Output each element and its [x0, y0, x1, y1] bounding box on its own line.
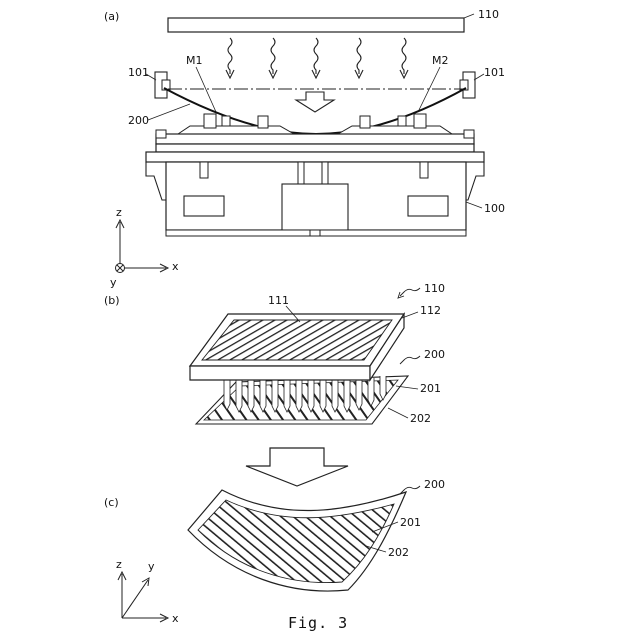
label-202-c: 202: [388, 546, 409, 559]
stage-top: [156, 134, 474, 144]
chamber-left-bracket: [146, 162, 166, 200]
pointer-200-b: [400, 356, 420, 364]
panel-c: (c) 200 201 202 z y x: [104, 478, 445, 625]
mold-pieces: [178, 114, 452, 134]
panel-b-tag: (b): [104, 294, 120, 307]
panel-c-tag: (c): [104, 496, 119, 509]
figure-caption: Fig. 3: [288, 614, 348, 632]
leader-200-a: [148, 104, 190, 120]
center-rod-left: [298, 162, 304, 184]
label-110-a: 110: [478, 8, 499, 21]
bottom-tab: [310, 230, 320, 236]
label-200-b: 200: [424, 348, 445, 361]
label-201-c: 201: [400, 516, 421, 529]
label-112: 112: [420, 304, 441, 317]
label-200-c: 200: [424, 478, 445, 491]
axis-a-x: x: [172, 260, 179, 273]
axis-c-y: y: [148, 560, 155, 573]
leader-202-b: [388, 408, 408, 418]
stage-right-knob: [464, 130, 474, 138]
label-m1: M1: [186, 54, 203, 67]
press-arrow: [296, 92, 334, 112]
heat-arrows: [226, 38, 408, 78]
mold-front-face: [190, 366, 370, 380]
pointer-110-b: [400, 288, 420, 296]
stage-left-knob: [156, 130, 166, 138]
panel-a-tag: (a): [104, 10, 119, 23]
left-window: [184, 196, 224, 216]
axes-c: [118, 572, 168, 622]
chamber-right-bracket: [466, 162, 484, 200]
left-pillar: [200, 162, 208, 178]
mold-patterned-area-111: [202, 320, 392, 360]
label-202-b: 202: [410, 412, 431, 425]
label-111: 111: [268, 294, 289, 307]
stage-plate: [156, 144, 474, 152]
axis-a-z: z: [116, 206, 122, 219]
panel-b: (b) 110 111: [104, 282, 445, 486]
axis-a-y: y: [110, 276, 117, 289]
label-m2: M2: [432, 54, 449, 67]
leader-110: [464, 14, 474, 18]
axis-c-z: z: [116, 558, 122, 571]
label-110-b: 110: [424, 282, 445, 295]
right-window: [408, 196, 448, 216]
leader-100: [466, 202, 482, 208]
label-101-right: 101: [484, 66, 505, 79]
transition-arrow: [246, 448, 348, 486]
center-rod-right: [322, 162, 328, 184]
label-101-left: 101: [128, 66, 149, 79]
chamber-frame: [146, 152, 484, 162]
label-200-a: 200: [128, 114, 149, 127]
right-pillar: [420, 162, 428, 178]
axes-a: [116, 220, 169, 273]
label-201-b: 201: [420, 382, 441, 395]
label-100: 100: [484, 202, 505, 215]
center-unit: [282, 184, 348, 230]
heater-plate: [168, 18, 464, 32]
panel-a: (a) 110 101 101 M1 M: [104, 8, 505, 289]
axis-c-x: x: [172, 612, 179, 625]
